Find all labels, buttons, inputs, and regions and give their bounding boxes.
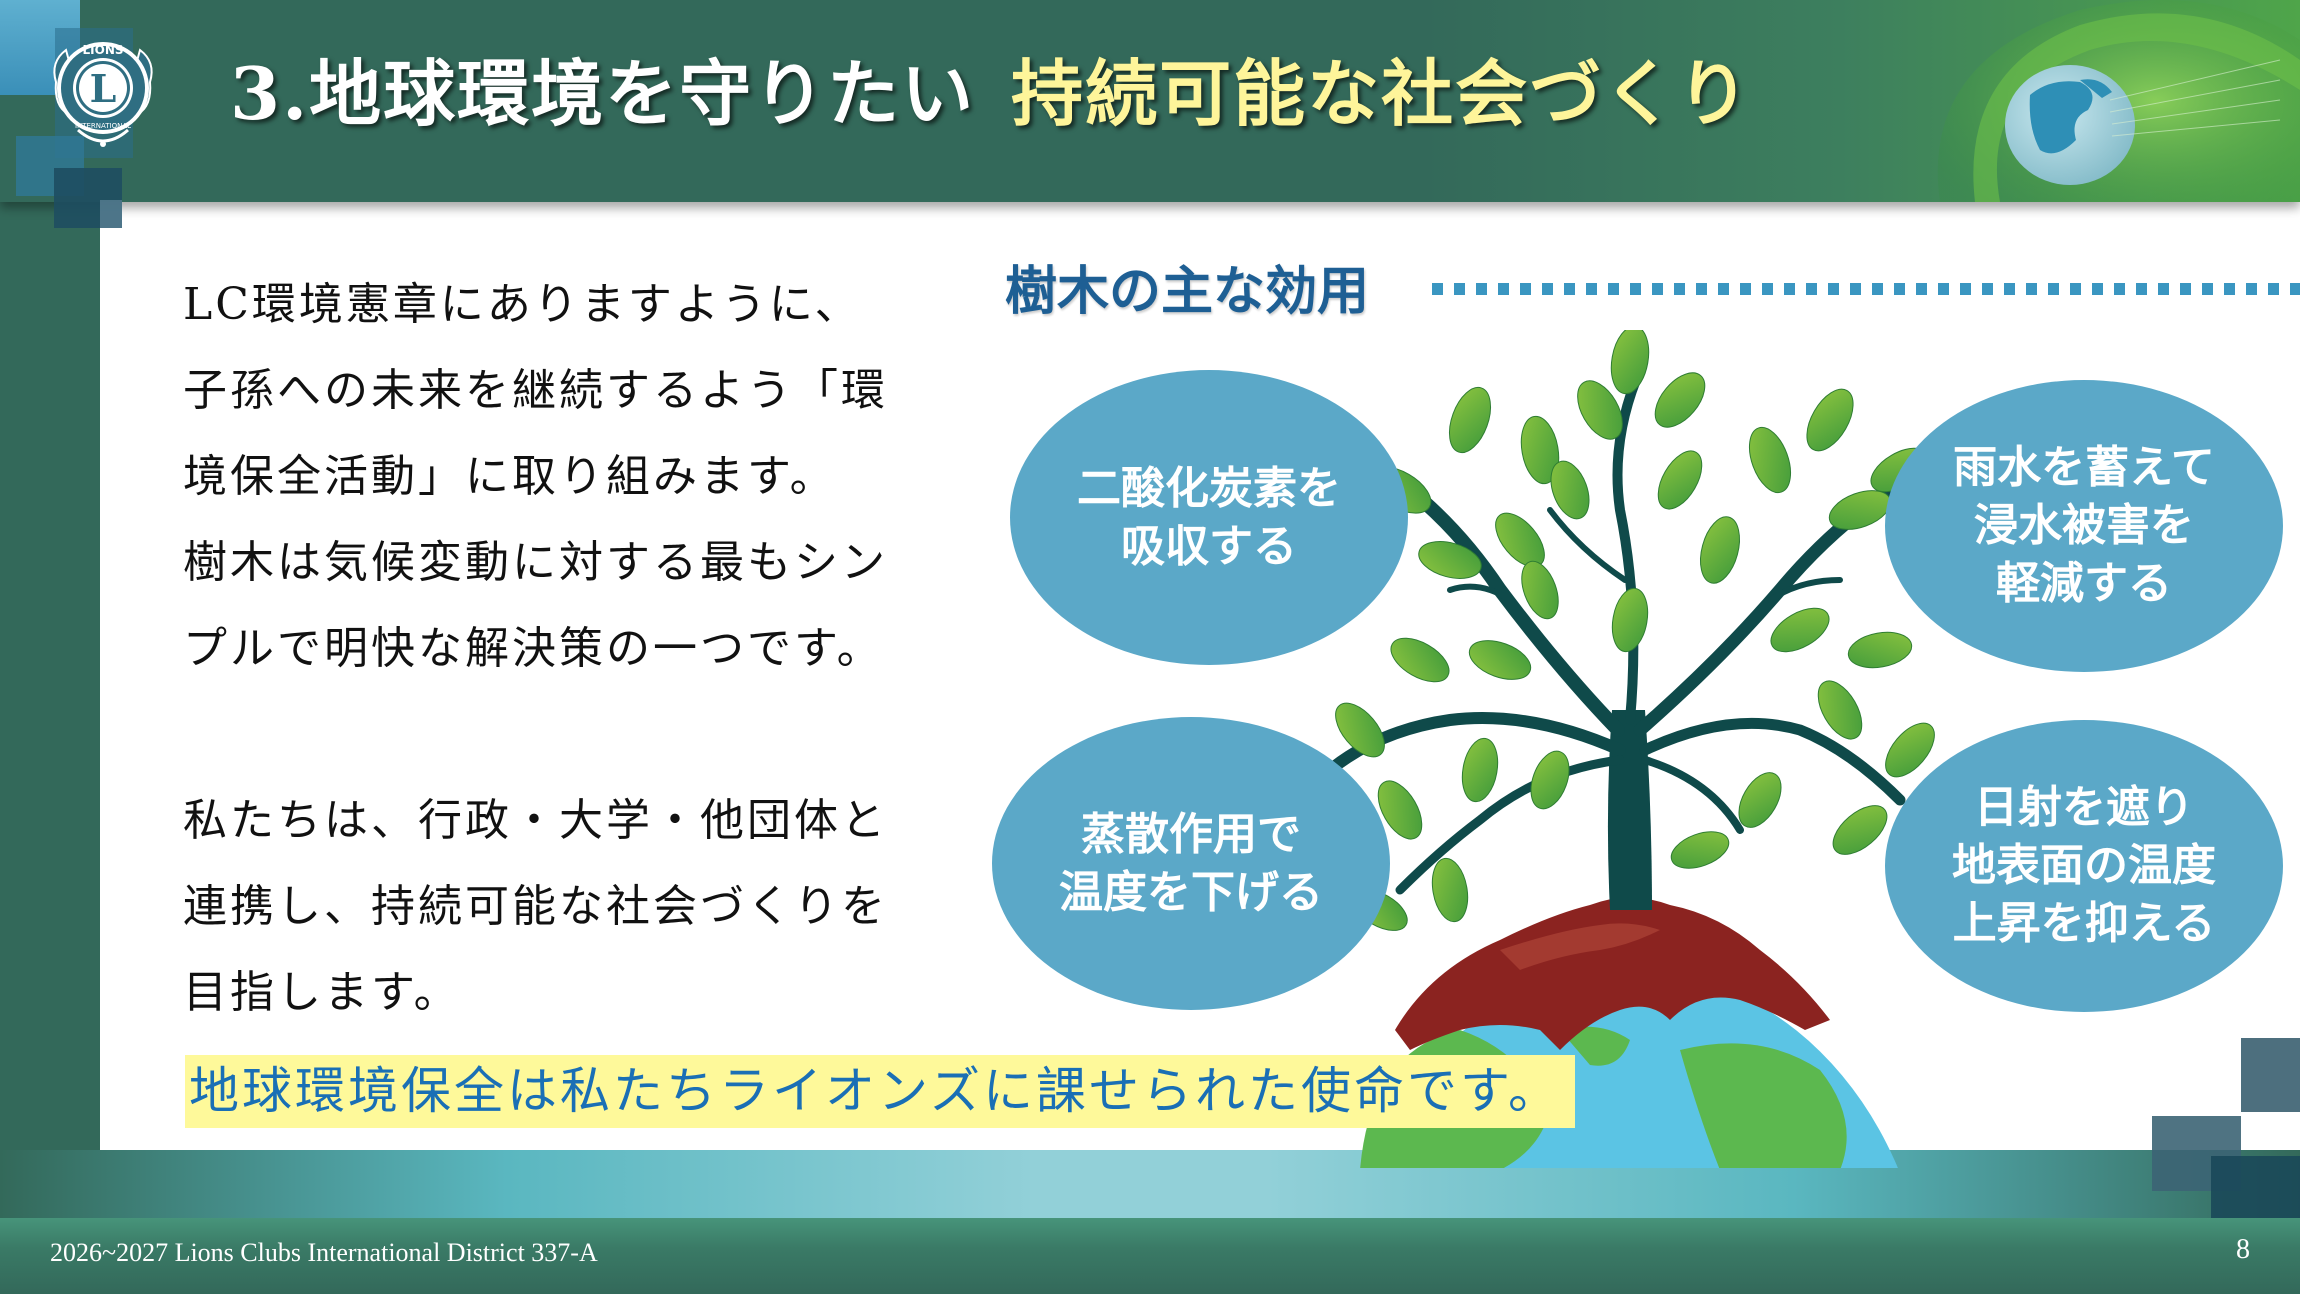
slide-title: 3.地球環境を守りたい持続可能な社会づくり	[230, 58, 1751, 130]
slide-footer: 2026~2027 Lions Clubs International Dist…	[0, 1218, 2300, 1294]
body-line: 私たちは、行政・大学・他団体と	[183, 795, 888, 846]
body-line: 連携し、持続可能な社会づくりを	[183, 881, 888, 932]
lions-international-logo-icon: L LIONS INTERNATIONAL	[48, 22, 158, 162]
svg-text:LIONS: LIONS	[83, 43, 124, 57]
body-line: プルで明快な解決策の一つです。	[183, 623, 884, 674]
bottom-gradient-band	[0, 1150, 2300, 1218]
benefit-co2-absorption: 二酸化炭素を 吸収する	[1010, 370, 1408, 665]
decor-square	[2241, 1038, 2300, 1112]
svg-text:L: L	[90, 66, 117, 111]
tree-on-globe-icon	[1297, 325, 1950, 1170]
body-line: 子孫への未来を継続するよう「環	[183, 365, 888, 416]
body-text: LC環境憲章にありますように、 子孫への未来を継続するよう「環 境保全活動」に取…	[183, 262, 943, 1036]
page-number: 8	[2236, 1234, 2250, 1265]
title-sub: 持続可能な社会づくり	[1011, 51, 1752, 136]
body-line: LC環境憲章にありますように、	[183, 279, 862, 330]
title-main: 3.地球環境を守りたい	[230, 51, 976, 136]
svg-text:INTERNATIONAL: INTERNATIONAL	[75, 122, 131, 130]
dotted-divider	[1432, 283, 2300, 295]
benefit-sunlight-shading: 日射を遮り 地表面の温度 上昇を抑える	[1885, 720, 2283, 1012]
benefits-heading: 樹木の主な効用	[1005, 262, 1370, 322]
decor-square	[2211, 1156, 2300, 1218]
benefit-rainwater-storage: 雨水を蓄えて 浸水被害を 軽減する	[1885, 380, 2283, 672]
body-line: 境保全活動」に取り組みます。	[183, 451, 837, 502]
benefit-transpiration-cooling: 蒸散作用で 温度を下げる	[992, 717, 1390, 1010]
footer-text: 2026~2027 Lions Clubs International Dist…	[50, 1238, 598, 1267]
green-globe-swirl-icon	[1880, 0, 2300, 202]
slide-header	[0, 0, 2300, 202]
mission-statement: 地球環境保全は私たちライオンズに課せられた使命です。	[185, 1055, 1575, 1128]
body-line: 樹木は気候変動に対する最もシン	[183, 537, 888, 588]
decor-square	[100, 200, 122, 228]
body-line: 目指します。	[183, 967, 461, 1018]
